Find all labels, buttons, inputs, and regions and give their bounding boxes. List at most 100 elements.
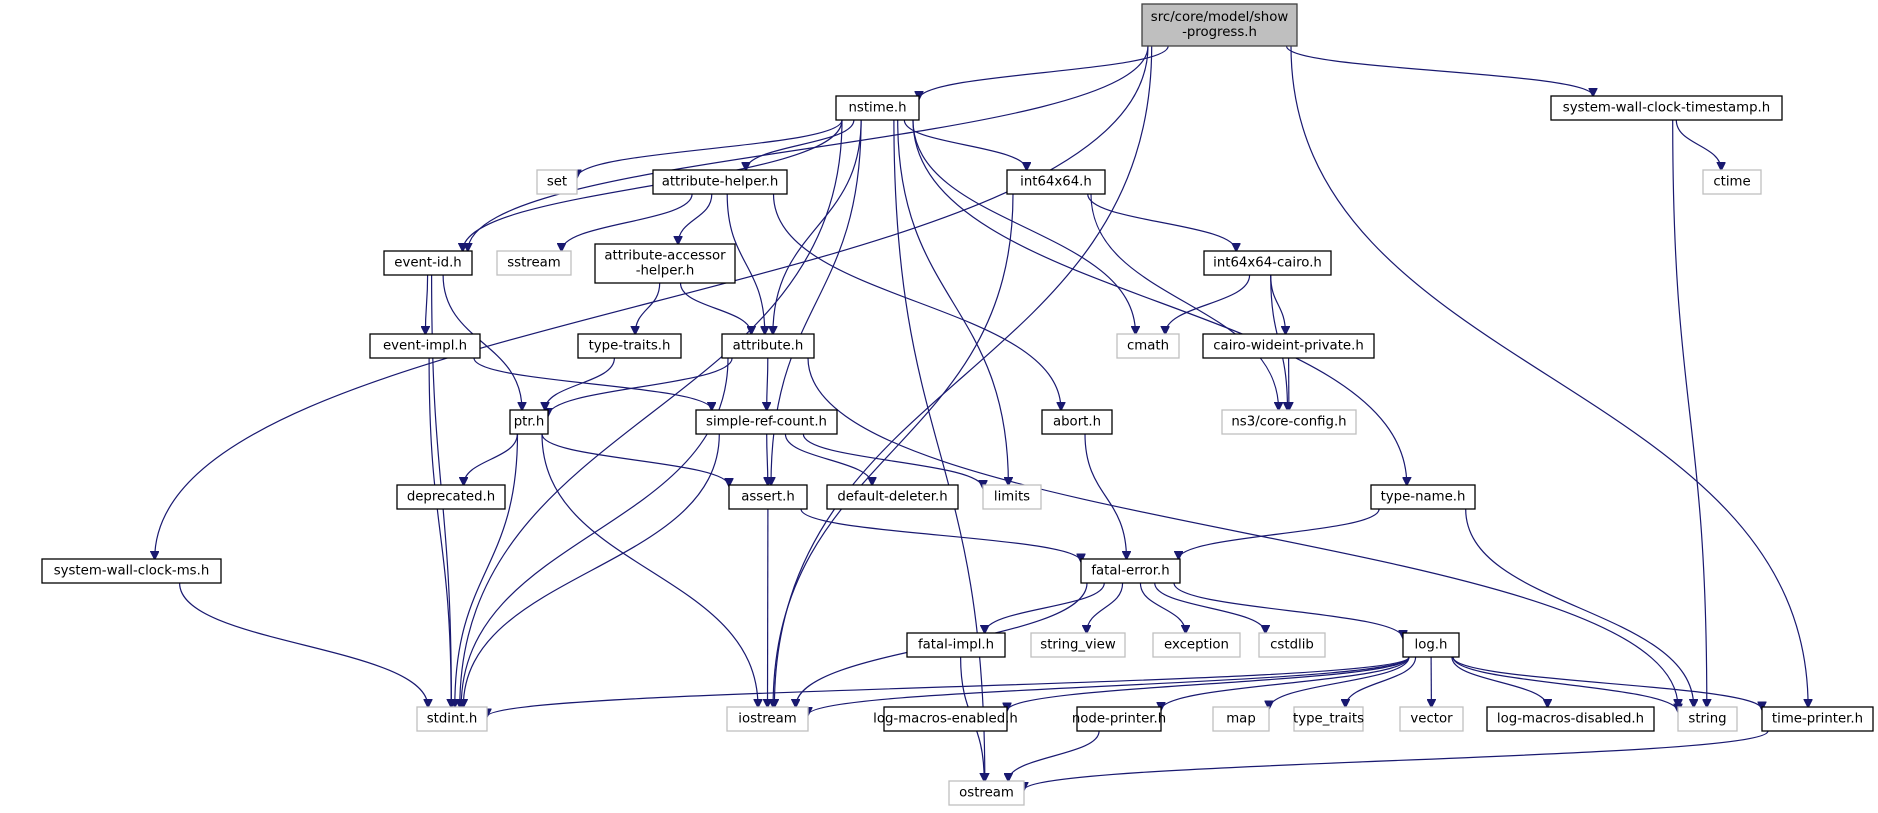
node-label-defdel: default-deleter.h — [837, 490, 947, 505]
edge-nstime-to-typename — [912, 119, 1407, 485]
node-box-src — [695, 409, 838, 435]
node-label-int64cairo: int64x64-cairo.h — [1213, 256, 1322, 271]
edge-root-to-nstime — [919, 45, 1169, 99]
node-attribute[interactable]: attribute.h — [721, 333, 815, 359]
node-box-nodeprinter — [1076, 706, 1162, 732]
node-box-lme — [883, 706, 1008, 732]
node-label-stringview: string_view — [1040, 638, 1116, 653]
node-ctime: ctime — [1702, 169, 1762, 195]
node-box-aah — [594, 243, 736, 284]
node-map: map — [1212, 706, 1270, 732]
node-box-int64cairo — [1203, 250, 1332, 276]
node-label-lme: log-macros-enabled.h — [873, 712, 1018, 727]
node-cmath: cmath — [1116, 333, 1180, 359]
node-src[interactable]: simple-ref-count.h — [695, 409, 838, 435]
edge-log-to-lme — [1007, 656, 1410, 711]
node-label-attribute: attribute.h — [733, 339, 804, 354]
node-label-swct: system-wall-clock-timestamp.h — [1563, 101, 1770, 116]
node-root[interactable]: src/core/model/show-progress.h — [1141, 3, 1298, 47]
node-lmd[interactable]: log-macros-disabled.h — [1486, 706, 1655, 732]
node-label-stdint: stdint.h — [427, 712, 478, 727]
edge-aah-to-attribute — [679, 282, 752, 334]
node-label-root: -progress.h — [1182, 25, 1257, 40]
node-label-int64: int64x64.h — [1020, 175, 1092, 190]
edge-typename-to-fatalerror — [1179, 508, 1380, 559]
edge-root-to-swcms — [155, 45, 1149, 559]
node-swcms[interactable]: system-wall-clock-ms.h — [41, 558, 222, 584]
edge-eventid-to-eventimpl — [425, 274, 427, 334]
edge-aah-to-typetraitsh — [635, 282, 661, 334]
edge-ptr-to-iostream — [541, 433, 758, 707]
node-cwp[interactable]: cairo-wideint-private.h — [1202, 333, 1375, 359]
node-abort[interactable]: abort.h — [1041, 409, 1113, 435]
node-label-lmd: log-macros-disabled.h — [1497, 712, 1644, 727]
node-vector: vector — [1399, 706, 1464, 732]
edge-nstime-to-eventid — [463, 119, 843, 251]
node-attrhelper[interactable]: attribute-helper.h — [652, 169, 788, 195]
node-nodeprinter[interactable]: node-printer.h — [1072, 706, 1166, 732]
node-eventid[interactable]: event-id.h — [383, 250, 473, 276]
node-box-abort — [1041, 409, 1113, 435]
node-swct[interactable]: system-wall-clock-timestamp.h — [1550, 95, 1783, 121]
node-ostream: ostream — [948, 780, 1025, 806]
edge-root-to-iostream — [774, 45, 1153, 707]
node-assert[interactable]: assert.h — [728, 484, 808, 510]
node-nstime[interactable]: nstime.h — [835, 95, 920, 121]
node-label-fatalerror: fatal-error.h — [1091, 564, 1169, 579]
edge-typetraitsh-to-ptr — [545, 357, 615, 410]
edge-swcms-to-stdint — [179, 582, 428, 707]
node-defdel[interactable]: default-deleter.h — [826, 484, 959, 510]
edge-fatalerror-to-fatalimpl — [985, 582, 1105, 633]
node-int64cairo[interactable]: int64x64-cairo.h — [1203, 250, 1332, 276]
node-eventimpl[interactable]: event-impl.h — [369, 333, 481, 359]
node-label-assert: assert.h — [741, 490, 795, 505]
node-box-ptr — [509, 409, 549, 435]
edge-ptr-to-deprecated — [464, 433, 518, 485]
node-label-attrhelper: attribute-helper.h — [662, 175, 779, 190]
node-box-root — [1141, 3, 1298, 47]
node-label-string: string — [1688, 712, 1726, 727]
node-ptr[interactable]: ptr.h — [509, 409, 549, 435]
node-int64[interactable]: int64x64.h — [1006, 169, 1106, 195]
node-sstream: sstream — [496, 250, 572, 276]
node-box-swcms — [41, 558, 222, 584]
edge-fatalerror-to-cstdlib — [1154, 582, 1266, 633]
edge-log-to-string — [1452, 656, 1678, 712]
node-label-iostream: iostream — [738, 712, 796, 727]
node-label-eventid: event-id.h — [394, 256, 461, 271]
node-label-aah: -helper.h — [636, 264, 695, 279]
edge-src-to-assert — [767, 433, 768, 485]
edge-log-to-lmd — [1451, 656, 1548, 707]
node-typename[interactable]: type-name.h — [1370, 484, 1476, 510]
node-typetraitsh[interactable]: type-traits.h — [577, 333, 682, 359]
node-timeprinter[interactable]: time-printer.h — [1761, 706, 1874, 732]
node-box-cwp — [1202, 333, 1375, 359]
node-deprecated[interactable]: deprecated.h — [396, 484, 506, 510]
node-lme[interactable]: log-macros-enabled.h — [873, 706, 1018, 732]
node-label-type_traits: type_traits — [1293, 712, 1364, 727]
edge-abort-to-fatalerror — [1084, 433, 1127, 559]
node-log[interactable]: log.h — [1402, 632, 1460, 658]
node-label-ctime: ctime — [1713, 175, 1750, 190]
node-box-sstream — [496, 250, 572, 276]
node-exception: exception — [1152, 632, 1241, 658]
node-box-ostream — [948, 780, 1025, 806]
node-box-eventimpl — [369, 333, 481, 359]
edge-root-to-timeprinter — [1290, 45, 1808, 707]
node-aah[interactable]: attribute-accessor-helper.h — [594, 243, 736, 284]
node-fatalerror[interactable]: fatal-error.h — [1080, 558, 1181, 584]
node-box-lmd — [1486, 706, 1655, 732]
edge-nstime-to-stdint — [460, 119, 843, 707]
node-box-nstime — [835, 95, 920, 121]
node-box-defdel — [826, 484, 959, 510]
edge-int64cairo-to-cwp — [1270, 274, 1286, 334]
edge-int64-to-coreconfig — [1090, 193, 1279, 410]
node-fatalimpl[interactable]: fatal-impl.h — [906, 632, 1006, 658]
node-box-map — [1212, 706, 1270, 732]
node-label-set: set — [547, 175, 567, 190]
node-box-deprecated — [396, 484, 506, 510]
edge-nstime-to-limits — [897, 119, 1009, 485]
node-label-abort: abort.h — [1053, 415, 1101, 430]
node-box-exception — [1152, 632, 1241, 658]
node-box-stdint — [416, 706, 488, 732]
